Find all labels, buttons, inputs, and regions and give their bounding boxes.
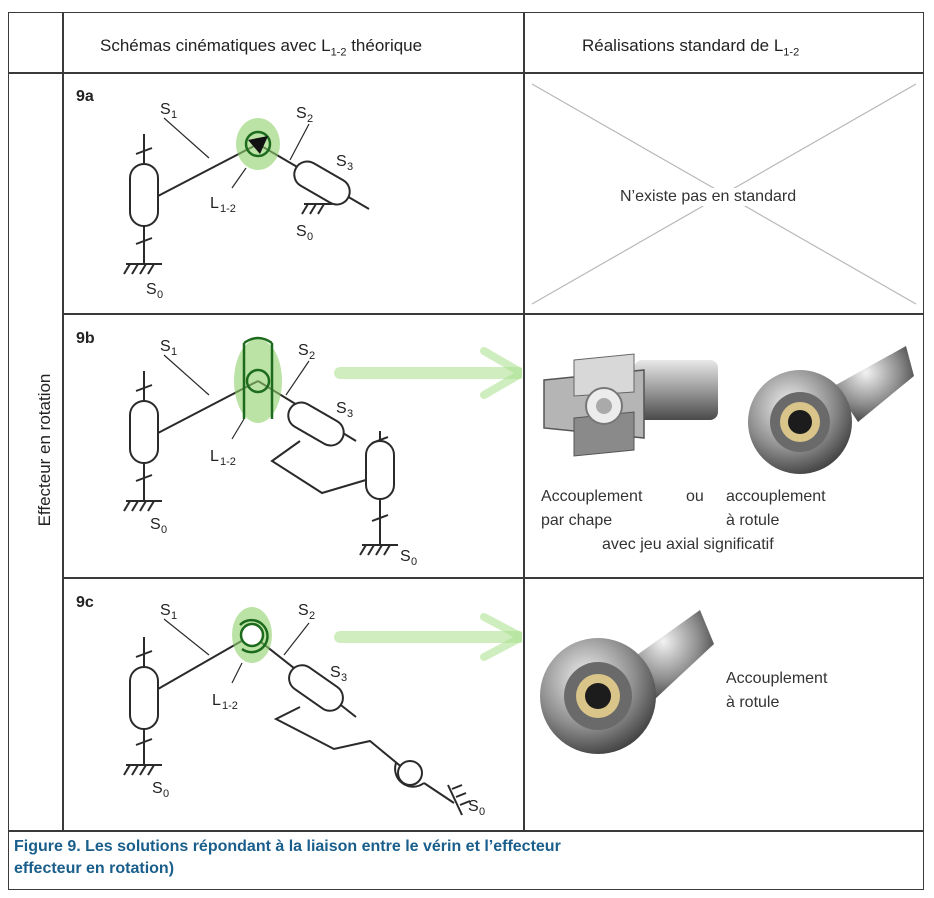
realisation-9b-note: avec jeu axial significatif <box>602 536 774 553</box>
label-9b-s1: S <box>160 338 171 355</box>
label-9c-s0b: S <box>468 798 479 815</box>
label-9c-s3: S <box>330 664 341 681</box>
table-frame <box>8 12 924 890</box>
figure-caption-line2: effecteur en rotation) <box>14 860 175 877</box>
label-9c-l12-sub: 1-2 <box>222 700 238 712</box>
label-9c-s0b-sub: 0 <box>479 806 485 818</box>
label-9b-s3: S <box>336 400 347 417</box>
rod-end-image-9c <box>540 610 714 754</box>
caption-divider <box>8 830 924 832</box>
realisation-9c-2: à rotule <box>726 694 780 711</box>
label-9b-l12: L <box>210 448 219 465</box>
label-9b-s0a-sub: 0 <box>161 524 167 536</box>
label-9c-s1-sub: 1 <box>171 610 177 622</box>
col-divider-left <box>62 12 64 830</box>
label-9c-s2-sub: 2 <box>309 610 315 622</box>
label-9a-s1: S <box>160 101 171 118</box>
label-9b-l12-sub: 1-2 <box>220 456 236 468</box>
clevis-coupling-image <box>543 353 718 457</box>
label-9a-s0a: S <box>296 223 307 240</box>
label-9a-s1-sub: 1 <box>171 109 177 121</box>
realisation-9b-right-1: accouplement <box>726 488 826 505</box>
label-9b-s0b: S <box>400 548 411 565</box>
side-label: Effecteur en rotation <box>35 373 54 527</box>
label-9b-s0a: S <box>150 516 161 533</box>
realisation-9b-right-2: à rotule <box>726 512 780 529</box>
rod-end-image-9b <box>748 346 914 474</box>
label-9b-s3-sub: 3 <box>347 408 353 420</box>
label-9a-s0b: S <box>146 281 157 298</box>
realisation-9a: N’existe pas en standard <box>618 188 799 206</box>
realisation-9c-1: Accouplement <box>726 670 828 687</box>
label-9b-s0b-sub: 0 <box>411 556 417 568</box>
diagram-9c: S 1 S 2 S 3 L 1-2 S 0 S 0 <box>123 602 522 818</box>
diagram-9a: S 1 S 2 S 3 L 1-2 S 0 S 0 <box>123 101 370 301</box>
label-9a-s2: S <box>296 105 307 122</box>
row-divider-1 <box>62 313 924 315</box>
label-9c-s2: S <box>298 602 309 619</box>
col-divider-mid <box>523 12 525 830</box>
label-9c-s1: S <box>160 602 171 619</box>
label-9c-l12: L <box>212 692 221 709</box>
figure-caption-line1: Figure 9. Les solutions répondant à la l… <box>14 838 561 855</box>
realisation-9b-left-1: Accouplement <box>541 488 643 505</box>
label-9a-l12: L <box>210 195 219 212</box>
row-label-9b: 9b <box>76 330 95 347</box>
header-divider <box>8 72 924 74</box>
label-9a-s0a-sub: 0 <box>307 231 313 243</box>
label-9a-s2-sub: 2 <box>307 113 313 125</box>
label-9b-s2: S <box>298 342 309 359</box>
realisation-9b-left-2: par chape <box>541 512 613 529</box>
diagram-9b: S 1 S 2 S 3 L 1-2 S 0 S 0 <box>123 336 522 568</box>
realisation-9b-or: ou <box>686 488 704 505</box>
label-9a-s0b-sub: 0 <box>157 289 163 301</box>
row-divider-2 <box>62 577 924 579</box>
header-realisations: Réalisations standard de L1-2 <box>582 36 800 59</box>
label-9a-l12-sub: 1-2 <box>220 203 236 215</box>
row-label-9a: 9a <box>76 88 94 105</box>
header-schemas: Schémas cinématiques avec L1-2 théorique <box>100 36 423 59</box>
label-9c-s0a-sub: 0 <box>163 788 169 800</box>
label-9c-s3-sub: 3 <box>341 672 347 684</box>
label-9c-s0a: S <box>152 780 163 797</box>
label-9b-s1-sub: 1 <box>171 346 177 358</box>
label-9a-s3: S <box>336 153 347 170</box>
label-9a-s3-sub: 3 <box>347 161 353 173</box>
row-label-9c: 9c <box>76 594 94 611</box>
label-9b-s2-sub: 2 <box>309 350 315 362</box>
